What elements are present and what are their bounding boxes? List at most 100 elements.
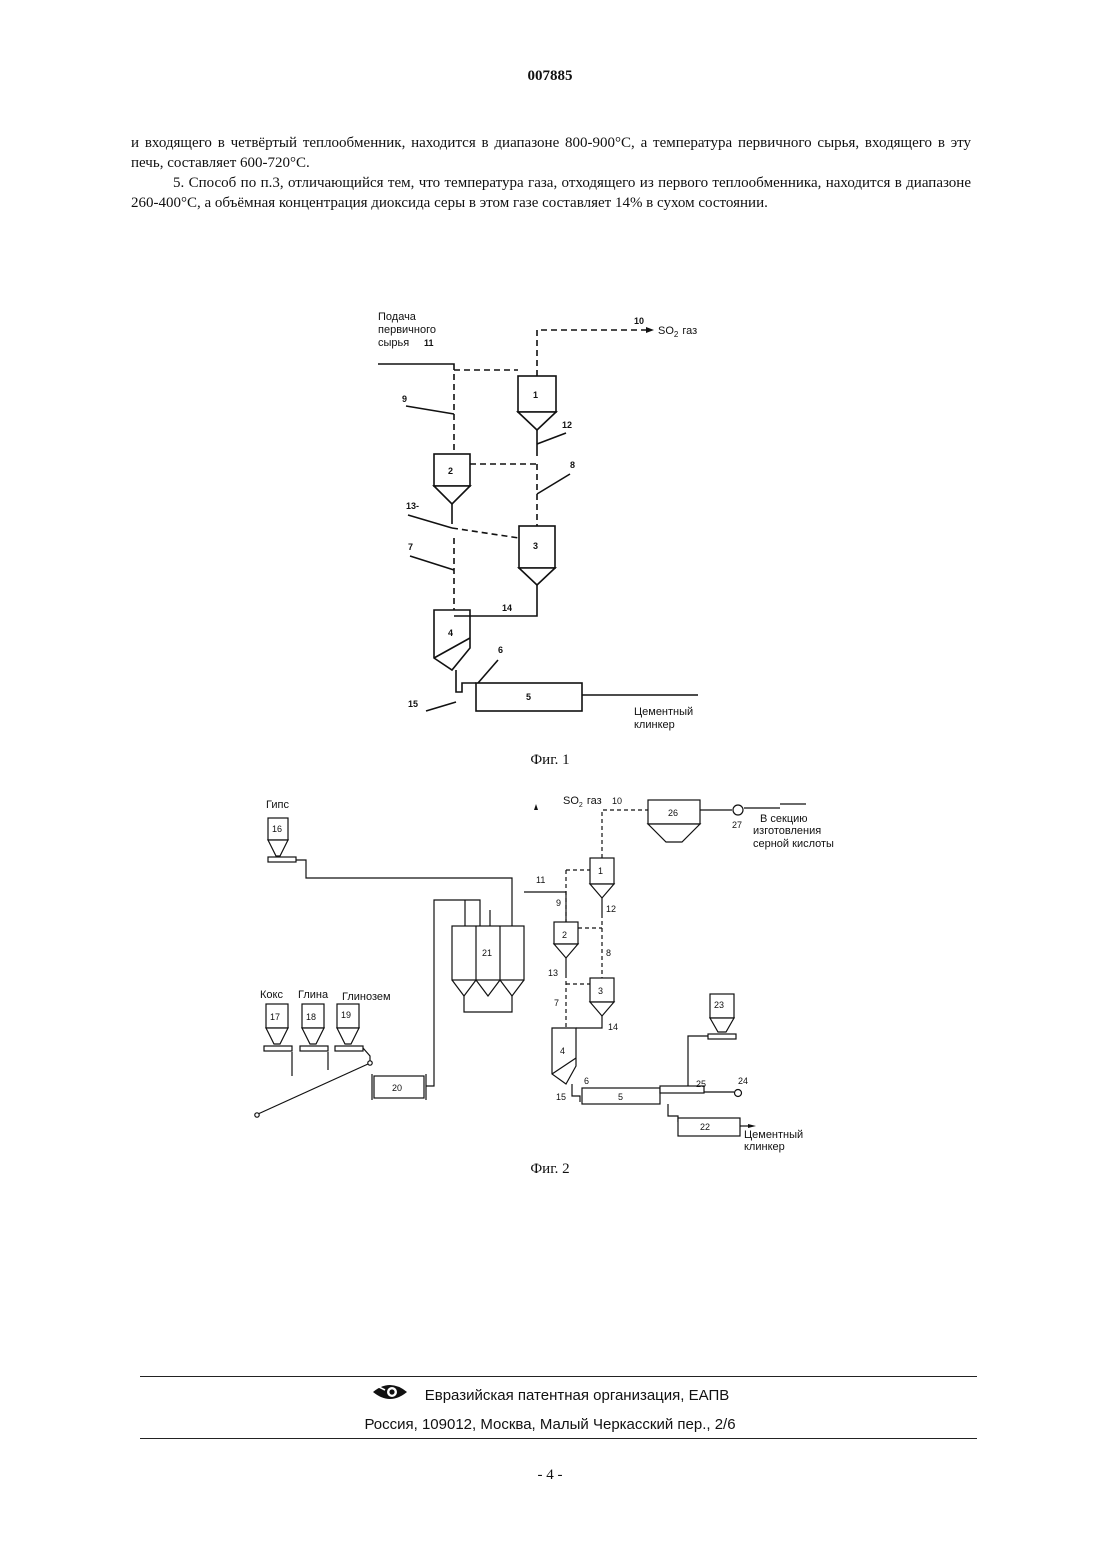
- figure-1: Подача первичного сырья 11 10 SO2газ 1 2…: [370, 300, 730, 740]
- leader-9: [406, 406, 454, 414]
- label-25: 25: [696, 1079, 706, 1089]
- feeder-19: [335, 1046, 363, 1051]
- gypsum-label: Гипс: [266, 799, 289, 811]
- feed-label-line3: сырья: [378, 337, 409, 349]
- label-3: 3: [533, 541, 538, 551]
- label-1: 1: [533, 390, 538, 400]
- page-number: - 4 -: [0, 1467, 1100, 1484]
- label-20: 20: [392, 1083, 402, 1093]
- label-9: 9: [556, 898, 561, 908]
- label-9: 9: [402, 394, 407, 404]
- inclined-conveyor: [258, 1064, 368, 1114]
- clinker-label-line2: клинкер: [744, 1141, 785, 1153]
- feed-label-line2: первичного: [378, 324, 436, 336]
- label-13: 13-: [406, 501, 419, 511]
- label-10: 10: [612, 796, 622, 806]
- footer-rule-bottom: [140, 1438, 977, 1439]
- label-15: 15: [408, 699, 418, 709]
- silo-18-cone: [302, 1028, 324, 1044]
- silo-23-cone: [710, 1018, 734, 1032]
- claim-5-paragraph: 5. Способ по п.3, отличающийся тем, что …: [131, 173, 971, 213]
- label-3: 3: [598, 986, 603, 996]
- label-1: 1: [598, 866, 603, 876]
- footer-address: Россия, 109012, Москва, Малый Черкасский…: [0, 1416, 1100, 1433]
- drop-19: [363, 1048, 370, 1062]
- exchanger-4-body: [434, 610, 470, 670]
- label-14: 14: [608, 1022, 618, 1032]
- label-19: 19: [341, 1010, 351, 1020]
- silo-21-cones: [452, 980, 524, 996]
- clinker-arrow-icon: [748, 1124, 756, 1128]
- clinker-label-line1: Цементный: [744, 1129, 803, 1141]
- clay-label: Глина: [298, 989, 329, 1001]
- silo-19-cone: [337, 1028, 359, 1044]
- footer-org: Евразийская патентная организация, ЕАПВ: [0, 1384, 1100, 1408]
- document-number: 007885: [0, 68, 1100, 85]
- figure-2-diagram: Гипс 16 Кокс Глина Глинозем 17 18 19 20 …: [250, 788, 850, 1158]
- clinker-label-line1: Цементный: [634, 706, 693, 718]
- solid-flow-14: [576, 1016, 602, 1028]
- label-4: 4: [448, 628, 453, 638]
- label-5: 5: [618, 1092, 623, 1102]
- label-8: 8: [606, 948, 611, 958]
- feeder-16: [268, 857, 296, 862]
- so2-arrow-icon: [534, 804, 538, 810]
- label-13: 13: [548, 968, 558, 978]
- gas-3: [452, 528, 519, 538]
- leader-12: [537, 433, 566, 444]
- label-11: 11: [536, 875, 545, 885]
- label-6: 6: [584, 1076, 589, 1086]
- gas-to-26: [602, 810, 648, 858]
- label-23: 23: [714, 1000, 724, 1010]
- leader-13: [408, 515, 452, 528]
- label-14: 14: [502, 603, 512, 613]
- leader-6: [478, 660, 498, 683]
- feeder-17: [264, 1046, 292, 1051]
- label-8: 8: [570, 460, 575, 470]
- feed-line: [378, 364, 454, 370]
- fan-27: [733, 805, 743, 815]
- exchanger-3-cone: [590, 1002, 614, 1016]
- kiln-connector: [456, 670, 476, 692]
- label-22: 22: [700, 1122, 710, 1132]
- label-26: 26: [668, 808, 678, 818]
- acid-label-line3: серной кислоты: [753, 838, 834, 850]
- label-16: 16: [272, 824, 282, 834]
- label-2: 2: [562, 930, 567, 940]
- label-10: 10: [634, 316, 644, 326]
- feed-11-line: [524, 892, 566, 924]
- label-2: 2: [448, 466, 453, 476]
- feed-label-line1: Подача: [378, 311, 417, 323]
- claims-text: и входящего в четвёртый теплообменник, н…: [131, 133, 971, 213]
- label-11: 11: [424, 338, 434, 348]
- acid-label-line2: изготовления: [753, 825, 821, 837]
- kiln-connector: [572, 1084, 580, 1102]
- exchanger-1-cone: [518, 412, 556, 430]
- so2-gas-outlet: [537, 330, 646, 376]
- figure-2-caption: Фиг. 2: [0, 1161, 1100, 1178]
- label-12: 12: [562, 420, 572, 430]
- coke-label: Кокс: [260, 989, 283, 1001]
- label-15: 15: [556, 1092, 566, 1102]
- exchanger-2-cone: [554, 944, 578, 958]
- label-17: 17: [270, 1012, 280, 1022]
- label-6: 6: [498, 645, 503, 655]
- footer-org-name: Евразийская патентная организация, ЕАПВ: [425, 1387, 730, 1404]
- so2-gas-label: SO2газ: [563, 795, 602, 809]
- eapo-logo-icon: [371, 1382, 409, 1406]
- exchanger-2-cone: [434, 486, 470, 504]
- so2-arrow-icon: [646, 327, 654, 333]
- silo-21-outlet: [464, 996, 512, 1012]
- kiln-to-cooler: [668, 1104, 678, 1122]
- silo-17-cone: [266, 1028, 288, 1044]
- acid-label-line1: В секцию: [760, 813, 808, 825]
- clinker-label-line2: клинкер: [634, 719, 675, 731]
- exchanger-3-cone: [519, 568, 555, 585]
- fan-24: [735, 1090, 742, 1097]
- feeder-18: [300, 1046, 328, 1051]
- label-7: 7: [408, 542, 413, 552]
- label-7: 7: [554, 998, 559, 1008]
- alumina-label: Глинозем: [342, 991, 391, 1003]
- unit-26-cone: [648, 824, 700, 842]
- silo-16-cone: [268, 840, 288, 856]
